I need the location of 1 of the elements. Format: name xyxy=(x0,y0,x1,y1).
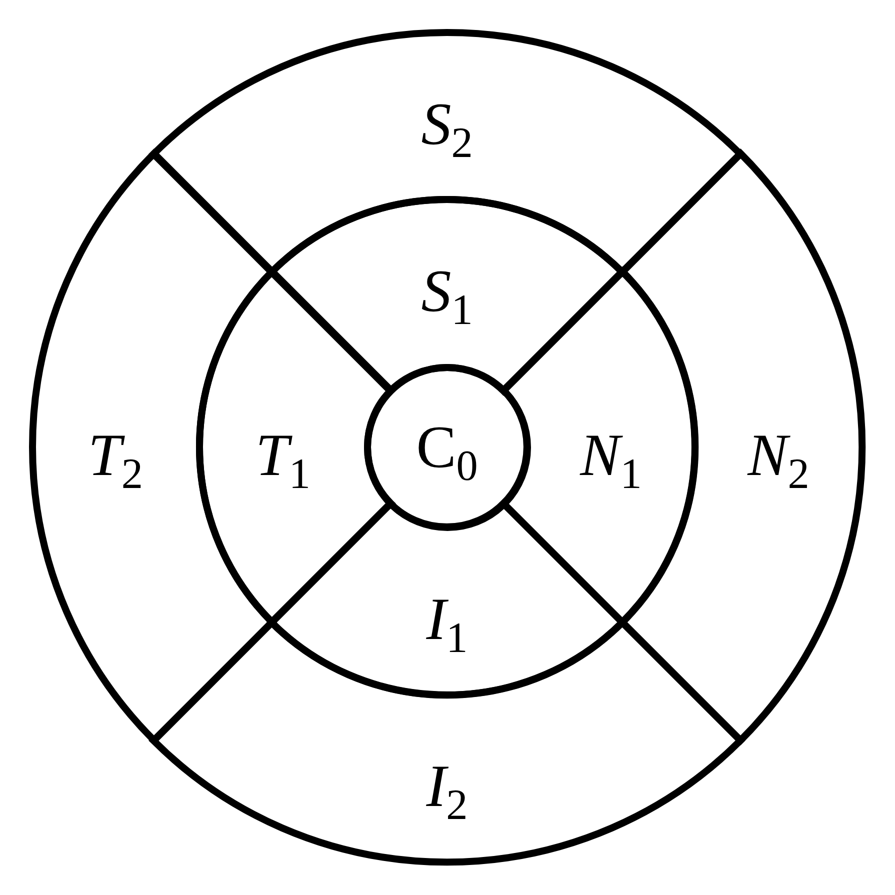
region-label: I$_{2}$ xyxy=(426,756,468,816)
